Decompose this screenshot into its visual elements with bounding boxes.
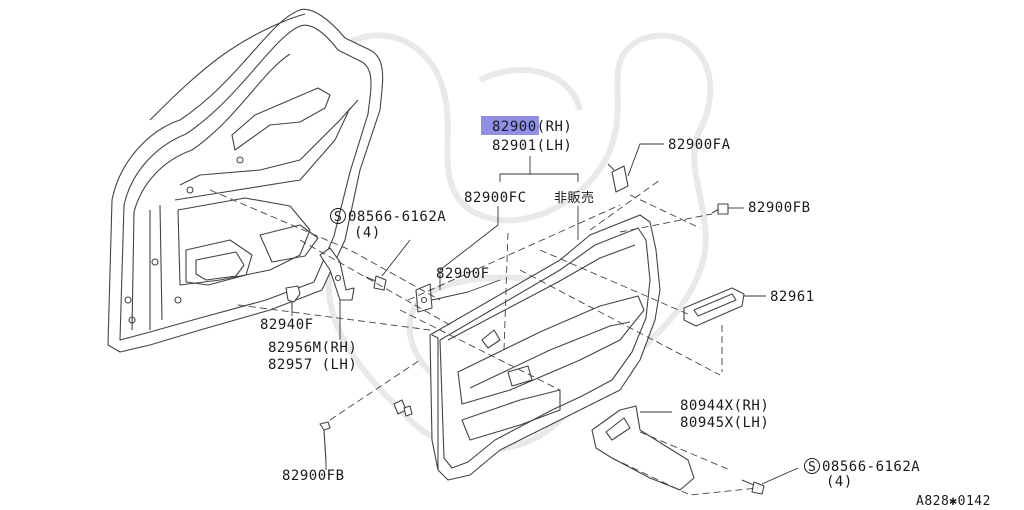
part-highlight bbox=[481, 116, 539, 135]
bracket-82956m bbox=[319, 247, 355, 301]
clip-82900f bbox=[415, 283, 433, 313]
door-trim-panel bbox=[429, 214, 661, 481]
svg-text:S: S bbox=[808, 460, 816, 475]
label-screw-top: 08566-6162A bbox=[348, 209, 446, 225]
label-82900fc: 82900FC bbox=[464, 190, 527, 206]
label-screw-bottom-qty: (4) bbox=[826, 474, 853, 490]
label-82900fa: 82900FA bbox=[668, 137, 731, 153]
label-82900fb-top: 82900FB bbox=[748, 200, 811, 216]
svg-text:S: S bbox=[334, 210, 342, 225]
label-82900: 82900(RH) bbox=[492, 119, 572, 135]
screw-top bbox=[365, 275, 387, 291]
label-82900f: 82900F bbox=[436, 266, 490, 282]
panel-edge-clips bbox=[393, 399, 413, 417]
assembly-dashed-lines bbox=[209, 179, 759, 496]
label-screw-top-qty: (4) bbox=[354, 225, 381, 241]
screw-symbol-bottom: S bbox=[804, 458, 820, 475]
label-82900fb-bottom: 82900FB bbox=[282, 468, 345, 484]
door-inner-frame bbox=[107, 8, 384, 353]
clip-82940f bbox=[285, 285, 301, 308]
diagram-code: A828✱0142 bbox=[916, 494, 991, 509]
pocket-80944x bbox=[591, 405, 695, 491]
screw-bottom bbox=[741, 479, 765, 495]
label-82961: 82961 bbox=[770, 289, 815, 305]
label-not-sold: 非販売 bbox=[554, 190, 595, 206]
part-labels: 82900(RH) 82901(LH) 82900FA 82900FC 非販売 … bbox=[260, 119, 991, 509]
label-82940f: 82940F bbox=[260, 317, 314, 333]
label-80945x: 80945X(LH) bbox=[680, 415, 769, 431]
label-screw-bottom: 08566-6162A bbox=[822, 459, 920, 475]
label-82957: 82957 (LH) bbox=[268, 357, 357, 373]
armrest-handle-82961 bbox=[683, 287, 745, 327]
screw-symbol-top: S bbox=[330, 208, 346, 225]
clip-82900fa bbox=[607, 163, 629, 193]
label-80944x: 80944X(RH) bbox=[680, 398, 769, 414]
label-82901: 82901(LH) bbox=[492, 138, 572, 154]
leader-lines bbox=[291, 143, 799, 485]
pin-82900fb-bottom bbox=[319, 421, 331, 463]
label-82956m: 82956M(RH) bbox=[268, 340, 357, 356]
fastener-82900fb-top bbox=[711, 203, 729, 215]
